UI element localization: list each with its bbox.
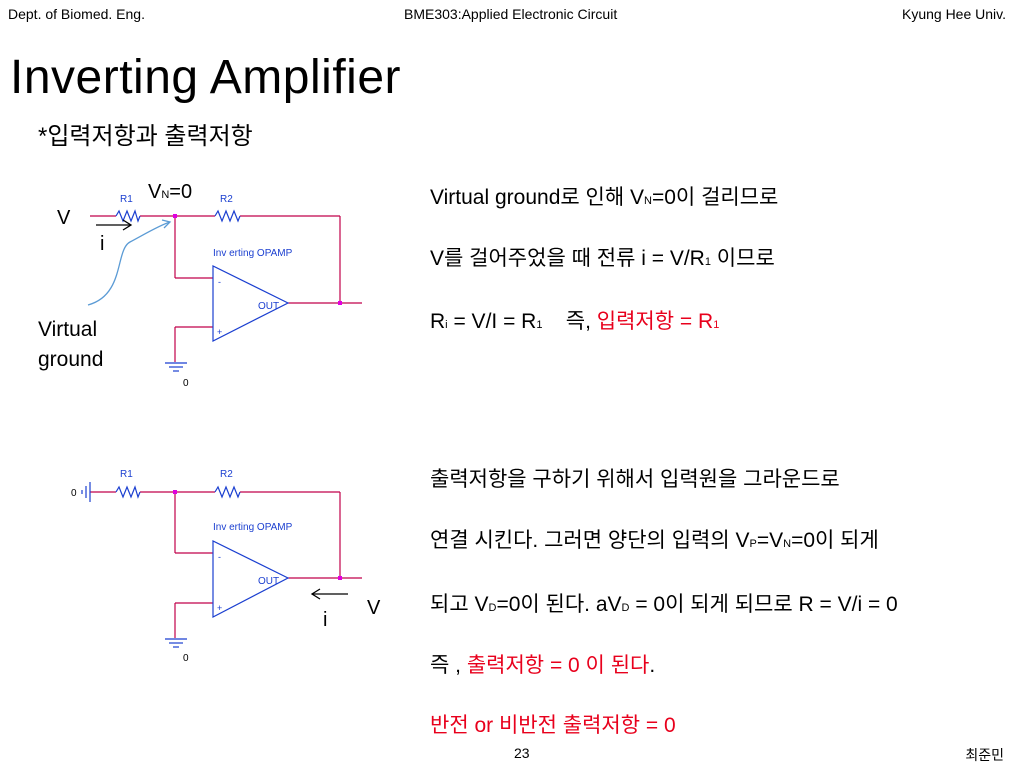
current-arrow xyxy=(96,219,133,231)
text2-line5: 반전 or 비반전 출력저항 = 0 xyxy=(430,714,676,737)
ground-symbol xyxy=(165,362,187,372)
text2-line1: 출력저항을 구하기 위해서 입력원을 그라운드로 xyxy=(430,468,840,491)
v-label-2: V xyxy=(367,597,381,619)
author-name: 최준민 xyxy=(965,747,1004,763)
virtual-ground-label-2: ground xyxy=(38,348,103,371)
resistor-r2-2 xyxy=(214,485,241,499)
ground-label: 0 xyxy=(183,378,189,389)
opamp-triangle-2 xyxy=(212,540,290,618)
r1-label: R1 xyxy=(120,194,133,205)
text1-line3: Ri = V/I = R1 즉, 입력저항 = R1 xyxy=(430,310,720,333)
virtual-ground-arrow xyxy=(87,221,171,306)
left-ground-symbol xyxy=(81,482,91,502)
plus-label-2: + xyxy=(217,603,222,613)
node-dot xyxy=(338,576,342,580)
text2-line3: 되고 VD=0이 된다. aVD = 0이 되게 되므로 R = V/i = 0 xyxy=(430,593,898,616)
header-university: Kyung Hee Univ. xyxy=(901,6,1006,22)
i-label-2: i xyxy=(323,609,327,631)
node-dot xyxy=(173,214,177,218)
text2-line4: 즉 , 출력저항 = 0 이 된다. xyxy=(430,654,656,677)
plus-label: + xyxy=(217,327,222,337)
text1-line2: V를 걸어주었을 때 전류 i = V/R1 이므로 xyxy=(430,247,775,270)
opamp-triangle xyxy=(212,265,290,342)
vn-label: VN=0 xyxy=(148,181,192,203)
out-label-2: OUT xyxy=(258,576,279,587)
slide-title: Inverting Amplifier xyxy=(10,51,401,104)
out-label: OUT xyxy=(258,301,279,312)
v-label: V xyxy=(57,207,71,229)
node-dot xyxy=(173,490,177,494)
text1-line1: Virtual ground로 인해 VN=0이 걸리므로 xyxy=(430,186,779,209)
text2-line2: 연결 시킨다. 그러면 양단의 입력의 VP=VN=0이 되게 xyxy=(430,529,879,552)
current-arrow-2 xyxy=(310,588,348,600)
virtual-ground-label-1: Virtual xyxy=(38,318,97,341)
r2-label-2: R2 xyxy=(220,469,233,480)
r2-label: R2 xyxy=(220,194,233,205)
opamp-label: Inv erting OPAMP xyxy=(213,248,293,259)
resistor-r2 xyxy=(214,209,241,223)
minus-label-2: - xyxy=(218,552,221,562)
left-ground-label: 0 xyxy=(71,488,77,499)
minus-label: - xyxy=(218,277,221,287)
ground-symbol-2 xyxy=(165,638,187,648)
header-course: BME303:Applied Electronic Circuit xyxy=(404,6,618,22)
r1-label-2: R1 xyxy=(120,469,133,480)
circuit-diagram-2 xyxy=(90,491,362,638)
header-dept: Dept. of Biomed. Eng. xyxy=(8,6,145,22)
slide-subtitle: *입력저항과 출력저항 xyxy=(38,123,253,150)
page-number: 23 xyxy=(514,745,530,761)
ground-label-2: 0 xyxy=(183,653,189,664)
resistor-r1 xyxy=(115,209,141,223)
node-dot xyxy=(338,301,342,305)
opamp-label-2: Inv erting OPAMP xyxy=(213,522,293,533)
i-label: i xyxy=(100,233,104,255)
resistor-r1-2 xyxy=(115,485,141,499)
